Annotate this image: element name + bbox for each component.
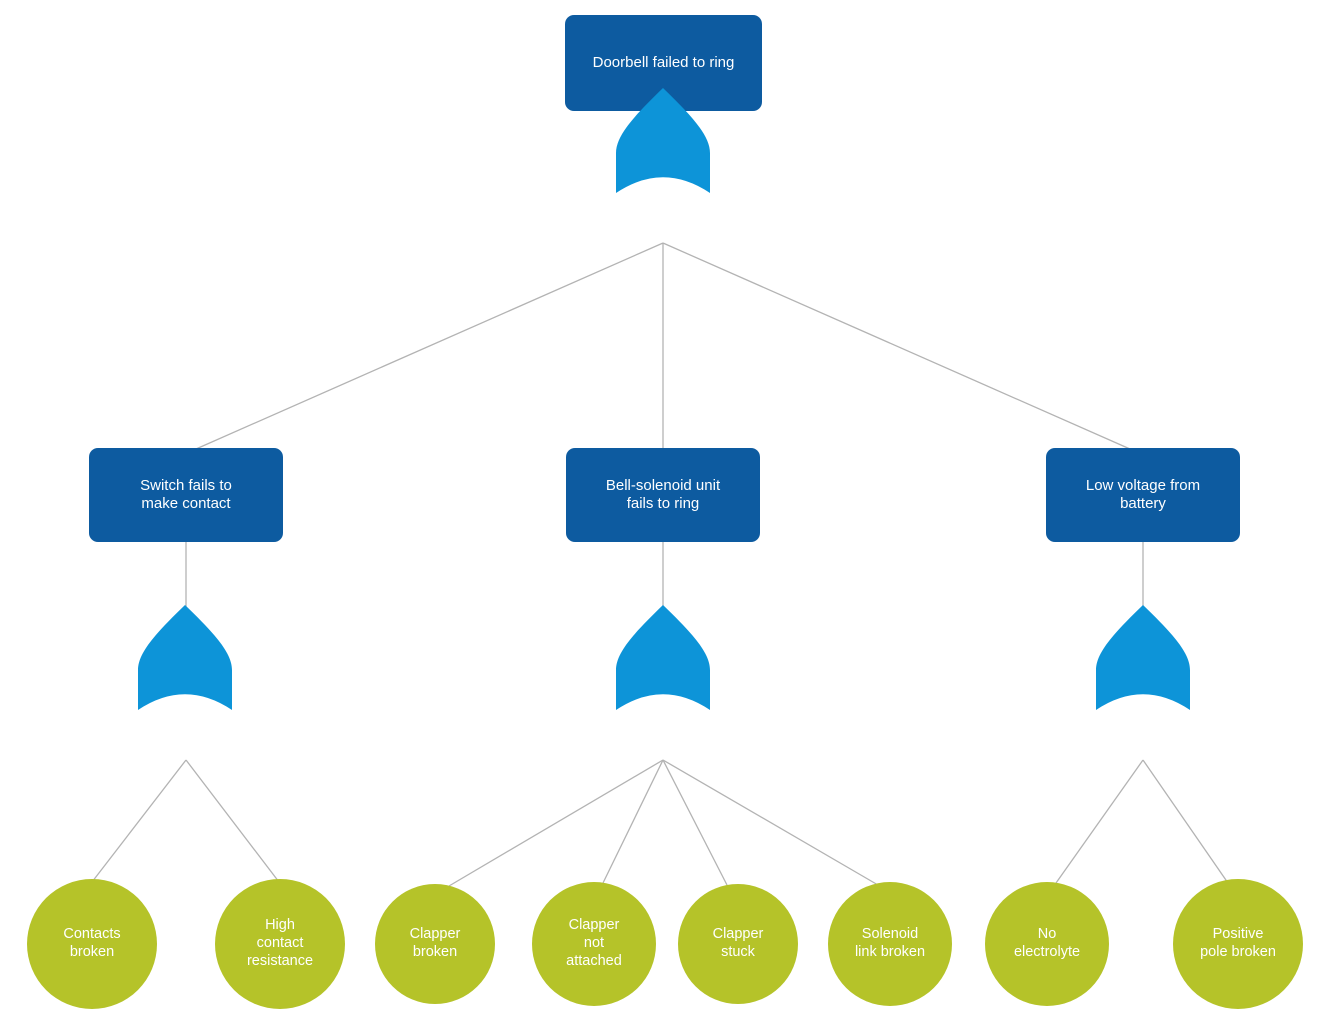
connector-gate-bell-to-be5 — [662, 759, 728, 886]
basic-event-be8[interactable]: Positive pole broken — [1173, 879, 1303, 1009]
or-gate-shape — [1096, 604, 1190, 710]
basic-event-label-be3: Clapper broken — [409, 926, 461, 960]
connector-gate-bell-to-be3 — [448, 759, 664, 887]
or-gate-shape — [616, 87, 710, 193]
intermediate-event-label-switch: Switch fails to make contact — [140, 476, 232, 512]
connector-gate-bell-to-be4 — [602, 759, 664, 884]
gate-bell-or-gate[interactable] — [616, 604, 710, 710]
basic-event-label-be6: Solenoid link broken — [854, 926, 926, 960]
basic-event-be7[interactable]: No electrolyte — [985, 882, 1109, 1006]
intermediate-event-switch[interactable]: Switch fails to make contact — [89, 448, 283, 542]
connector-gate-batt-to-be8 — [1142, 759, 1229, 884]
basic-event-label-be2: High contact resistance — [246, 917, 314, 969]
or-gate-shape — [616, 604, 710, 710]
basic-event-label-be7: No electrolyte — [1013, 926, 1081, 960]
basic-event-be4[interactable]: Clapper not attached — [532, 882, 656, 1006]
basic-event-label-be5: Clapper stuck — [712, 926, 764, 960]
connector-gate-bell-to-be6 — [662, 759, 879, 886]
top-event-label: Doorbell failed to ring — [592, 53, 735, 71]
basic-event-be6[interactable]: Solenoid link broken — [828, 882, 952, 1006]
gate-switch-or-gate[interactable] — [138, 604, 232, 710]
basic-event-label-be8: Positive pole broken — [1200, 926, 1276, 960]
connector-gate-batt-to-be7 — [1055, 759, 1144, 884]
gate-batt-or-gate[interactable] — [1096, 604, 1190, 710]
basic-event-be1[interactable]: Contacts broken — [27, 879, 157, 1009]
basic-event-be3[interactable]: Clapper broken — [375, 884, 495, 1004]
intermediate-event-label-batt: Low voltage from battery — [1085, 476, 1201, 512]
gate-top-or-gate[interactable] — [616, 87, 710, 193]
or-gate-shape — [138, 604, 232, 710]
intermediate-event-bell[interactable]: Bell-solenoid unit fails to ring — [566, 448, 760, 542]
connector-gate-top-to-batt — [662, 242, 1131, 450]
intermediate-event-label-bell: Bell-solenoid unit fails to ring — [605, 476, 721, 512]
basic-event-be2[interactable]: High contact resistance — [215, 879, 345, 1009]
basic-event-label-be4: Clapper not attached — [566, 917, 622, 969]
basic-event-label-be1: Contacts broken — [63, 926, 121, 960]
connector-gate-switch-to-be1 — [91, 759, 187, 883]
connector-gate-switch-to-be2 — [185, 759, 280, 883]
intermediate-event-batt[interactable]: Low voltage from battery — [1046, 448, 1240, 542]
basic-event-be5[interactable]: Clapper stuck — [678, 884, 798, 1004]
connector-gate-top-to-switch — [195, 242, 664, 450]
